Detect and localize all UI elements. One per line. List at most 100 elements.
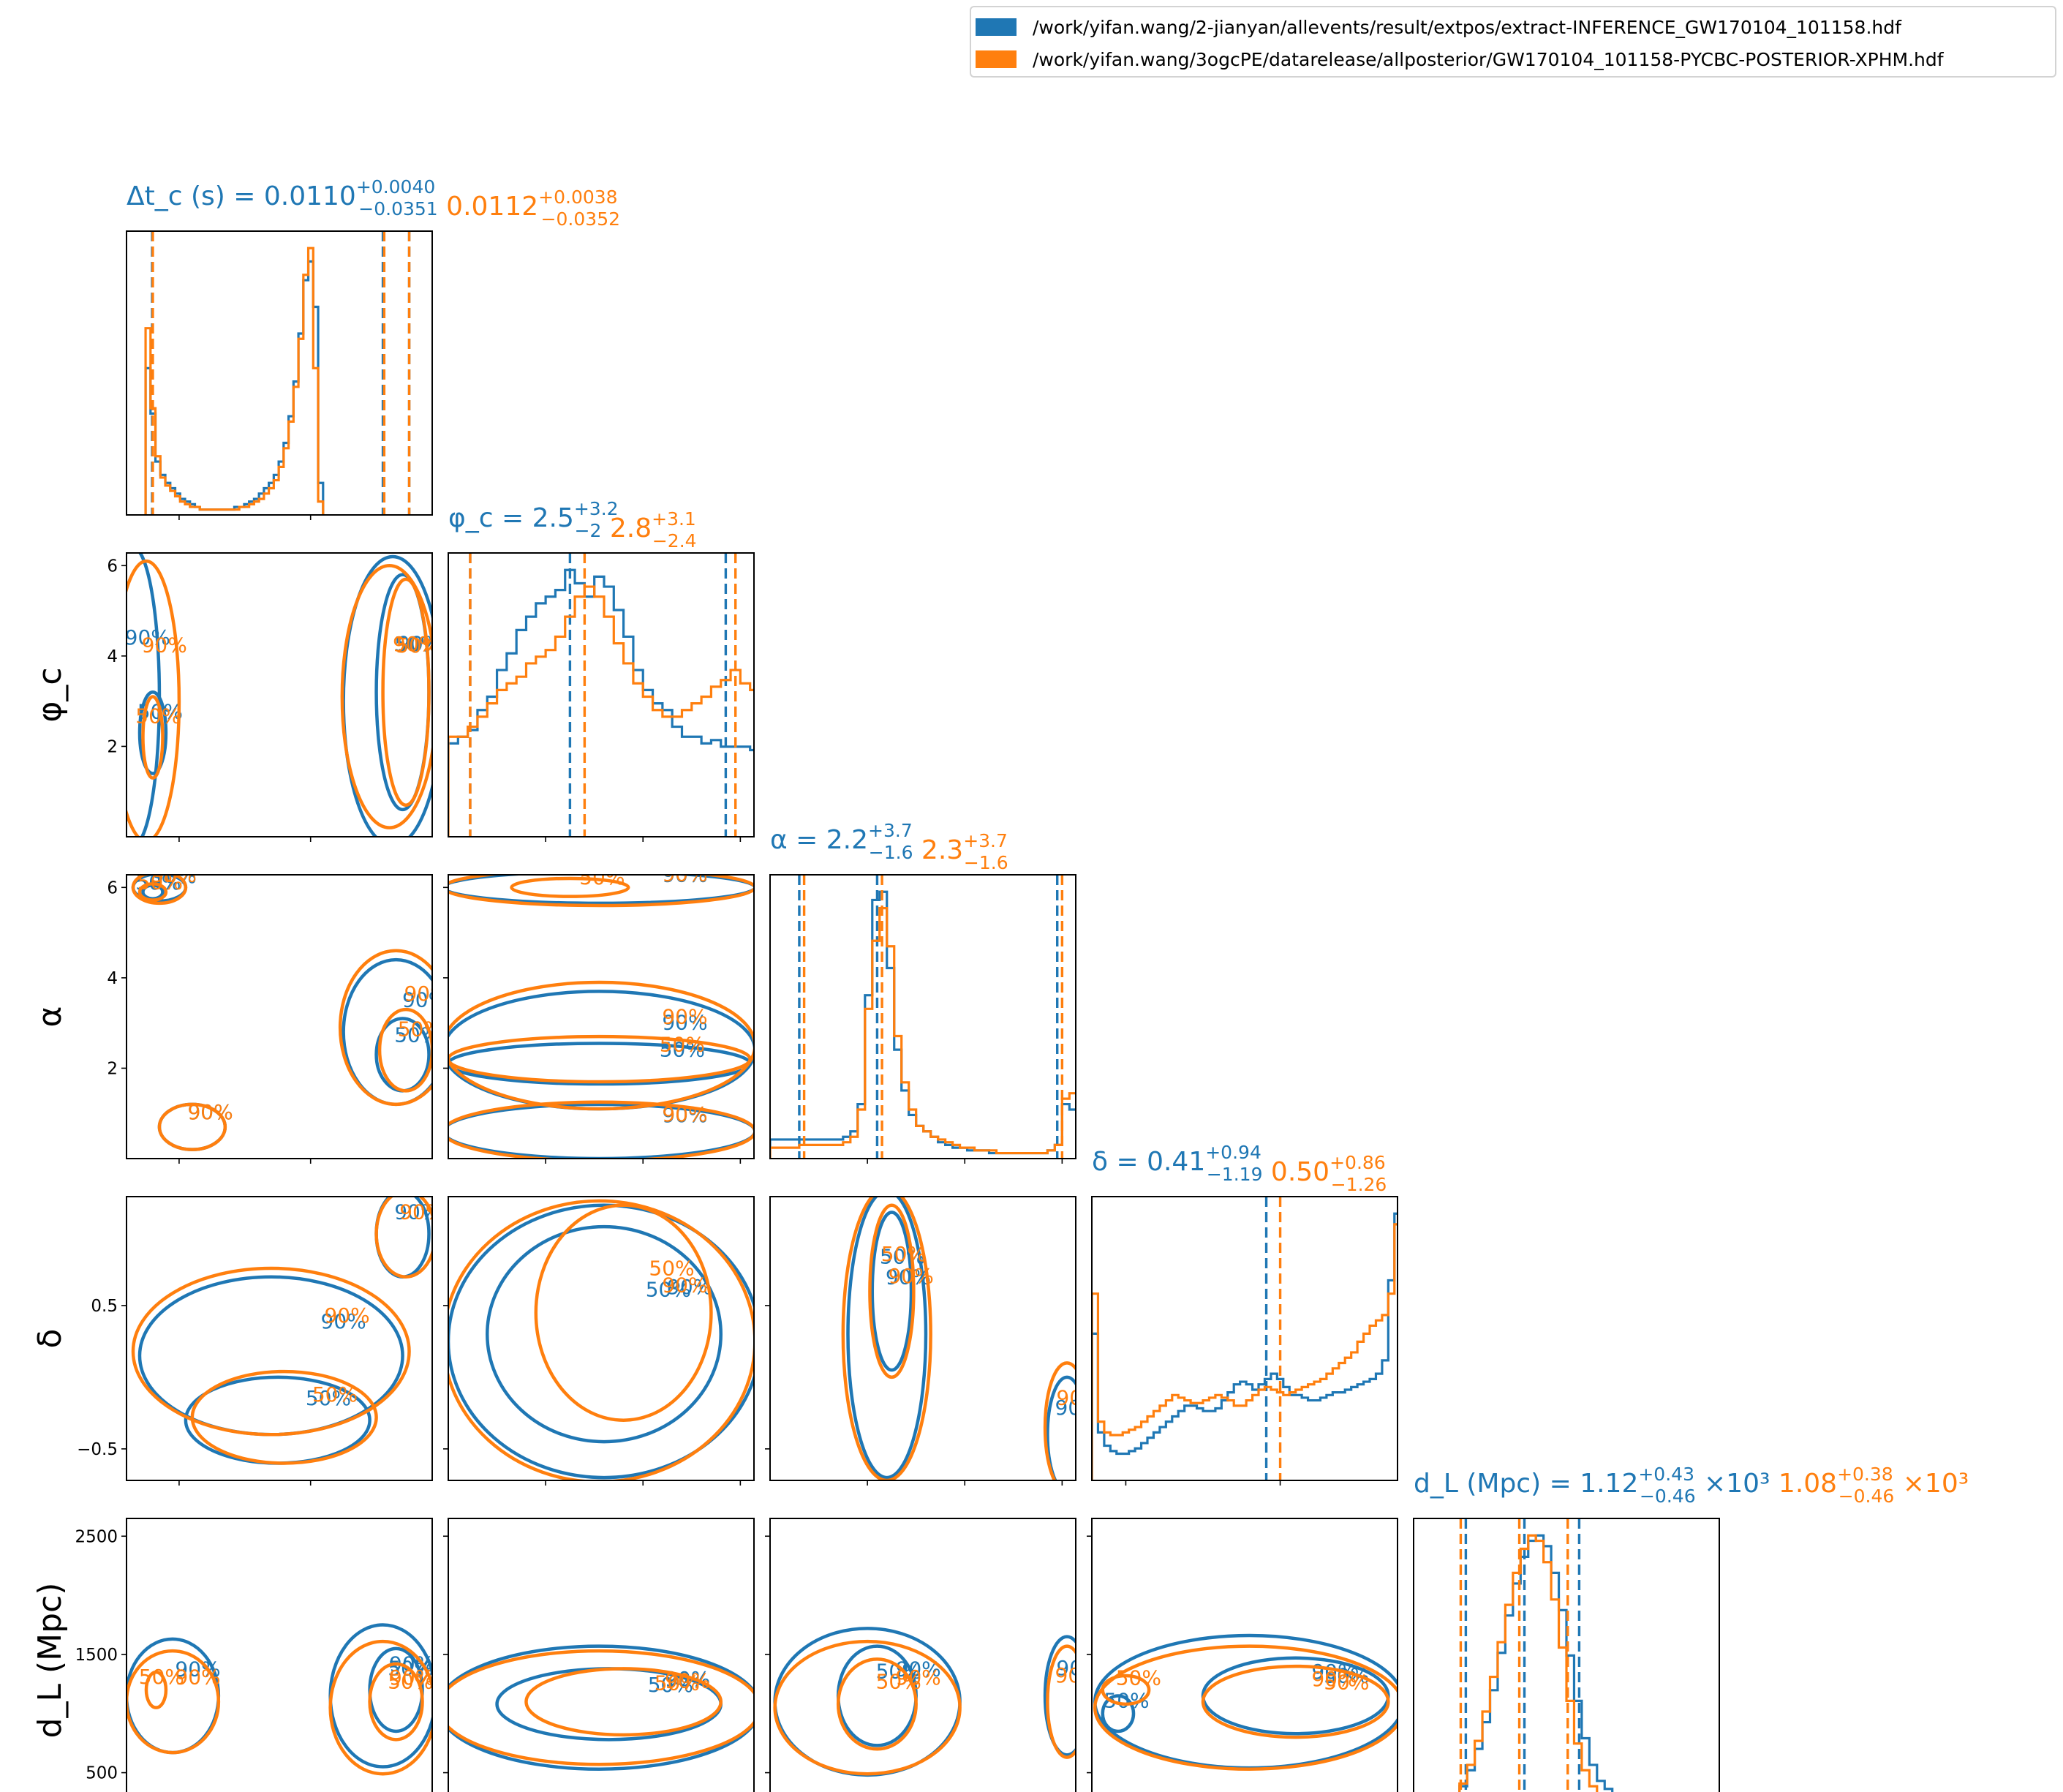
contour-label-blue: 90% xyxy=(1055,1396,1101,1420)
panel-frame xyxy=(1413,1518,1720,1792)
title-part: −2.4 xyxy=(652,530,697,551)
contour-c50-orange xyxy=(448,1034,752,1084)
contour-c50-blue xyxy=(870,1211,913,1372)
contour-label-orange: 50% xyxy=(655,1671,700,1695)
contour-label-blue: 90% xyxy=(886,1265,931,1290)
contour-label-orange: 50% xyxy=(876,1669,921,1693)
panel-alpha-dl: 90%90%50%90%90%50%246 xyxy=(765,1518,1101,1792)
contours-alpha-delta: 90%90%50%90%90%50% xyxy=(841,1197,1101,1480)
contour-c90-blue xyxy=(1046,1375,1076,1480)
contour-c90-orange xyxy=(157,1102,227,1151)
contour-label-orange: 90% xyxy=(1056,1386,1101,1410)
title-alpha: α = 2.2+3.7−1.6 2.3+3.7−1.6 xyxy=(770,820,1008,873)
contour-c90-orange xyxy=(841,1197,932,1480)
contour-label-blue: 50% xyxy=(646,1278,691,1302)
panel-delta-delta: δ = 0.41+0.94−1.19 0.50+0.86−1.26 xyxy=(1091,1142,1398,1486)
title-part: +0.38 xyxy=(1837,1464,1893,1485)
title-part: −1.26 xyxy=(1331,1174,1387,1195)
panel-frame xyxy=(126,1518,433,1792)
contour-c90-orange xyxy=(448,980,754,1111)
contour-c50-orange xyxy=(510,876,630,898)
title-part: +3.7 xyxy=(868,820,913,841)
y-tick-label: 4 xyxy=(107,969,118,988)
panel-frame xyxy=(769,1518,1076,1792)
title-part: ×10³ xyxy=(1894,1469,1969,1499)
contour-c90-orange xyxy=(1043,1361,1076,1480)
title-part: α = 2.2 xyxy=(770,825,868,855)
contour-c90-blue xyxy=(328,1623,432,1769)
title-part: 0.0112 xyxy=(438,192,538,222)
title-part: −0.46 xyxy=(1640,1486,1696,1507)
contour-c90-blue xyxy=(448,1102,754,1159)
contour-c50-orange xyxy=(381,577,431,807)
title-part: +0.94 xyxy=(1205,1142,1261,1163)
contours-phic-dl: 90%50%90%50% xyxy=(448,1644,754,1771)
contour-c50-orange xyxy=(190,1369,378,1465)
contour-c90-orange xyxy=(1046,1644,1076,1759)
panel-frame xyxy=(448,1196,755,1481)
contour-c90-orange xyxy=(127,1649,221,1755)
panel-frame xyxy=(126,1196,433,1481)
panel-dl-dl: d_L (Mpc) = 1.12+0.43−0.46 ×10³ 1.08+0.3… xyxy=(1413,1464,1969,1792)
contour-label-orange: 50% xyxy=(660,1032,705,1056)
contour-label-orange: 90% xyxy=(662,1273,707,1298)
contour-c90-orange xyxy=(448,1199,754,1480)
contour-c90-orange xyxy=(448,875,754,908)
contour-label-orange: 50% xyxy=(312,1382,358,1407)
panel-frame xyxy=(126,874,433,1159)
panel-frame xyxy=(126,230,433,516)
title-part: −1.19 xyxy=(1207,1164,1263,1185)
y-tick-label: 2 xyxy=(107,737,118,756)
contour-c50-orange xyxy=(144,1670,168,1709)
contour-label-orange: 90% xyxy=(324,1303,369,1328)
title-part: +0.43 xyxy=(1638,1464,1694,1485)
title-part: −2 xyxy=(575,520,602,541)
hist-delta-blue xyxy=(1092,1212,1398,1480)
contour-c90-orange xyxy=(448,1649,754,1766)
contour-label-orange: 50% xyxy=(396,633,441,658)
contour-label-orange: 90% xyxy=(662,1004,707,1028)
y-axis-label-dl: d_L (Mpc) xyxy=(31,1583,69,1739)
hist-clip-alpha xyxy=(770,875,1076,1159)
contours-phic-delta: 90%50%90%50% xyxy=(448,1199,754,1480)
hist-phic-orange xyxy=(448,585,754,837)
hist-clip-phic xyxy=(448,553,754,837)
contour-label-orange: 50% xyxy=(137,870,183,895)
contour-label-orange: 90% xyxy=(662,862,707,886)
contour-c90-orange xyxy=(127,559,181,837)
contour-c50-orange xyxy=(1201,1664,1390,1739)
contour-label-orange: 90% xyxy=(399,1200,445,1224)
title-part: ×10³ xyxy=(1696,1469,1770,1499)
panel-frame xyxy=(1091,1196,1398,1481)
contour-c90-orange xyxy=(1093,1644,1398,1771)
hist-clip-tc xyxy=(144,231,411,515)
contours-phic-alpha: 90%90%90%50%90%90%90%50%50% xyxy=(448,862,754,1159)
panel-alpha-alpha: α = 2.2+3.7−1.6 2.3+3.7−1.6 xyxy=(769,820,1076,1164)
panel-tc-dl: 90%90%50%90%90%50%50%−0.020.005001500250… xyxy=(75,1518,433,1792)
contour-label-blue: 50% xyxy=(306,1386,351,1410)
title-part: d_L (Mpc) = 1.12 xyxy=(1414,1469,1638,1499)
contour-label-blue: 90% xyxy=(125,625,170,650)
hist-tc-orange xyxy=(144,246,325,515)
contour-c90-orange xyxy=(448,1100,754,1159)
hist-tc-blue xyxy=(144,260,325,515)
panel-phic-phic: φ_c = 2.5+3.2−2 2.8+3.1−2.4 xyxy=(448,498,755,842)
title-part: φ_c = 2.5 xyxy=(448,503,574,533)
panel-tc-tc: Δt_c (s) = 0.0110+0.0040−0.0351 0.0112+0… xyxy=(126,176,620,520)
contour-c90-orange xyxy=(338,949,432,1107)
contour-c90-blue xyxy=(1043,1635,1076,1757)
legend-label-blue: /work/yifan.wang/2-jianyan/allevents/res… xyxy=(1033,16,1901,38)
contour-c90-orange xyxy=(374,1197,432,1279)
contour-c50-orange xyxy=(868,1203,916,1379)
contours-tc-alpha: 90%90%90%50%50%90%90%90%50%50% xyxy=(131,863,432,1151)
title-part: 2.8 xyxy=(601,513,652,543)
hist-delta-orange xyxy=(1092,1223,1398,1480)
panel-frame xyxy=(448,874,755,1159)
y-axis-label-phic: φ_c xyxy=(31,667,69,722)
contour-label-orange: 90% xyxy=(1055,1663,1101,1687)
contour-label-orange: 90% xyxy=(151,863,197,887)
title-part: δ = 0.41 xyxy=(1092,1147,1205,1177)
panel-phic-dl: 90%50%90%50%246 xyxy=(443,1518,755,1792)
hist-phic-blue xyxy=(448,568,754,837)
contour-c50-blue xyxy=(1101,1694,1136,1733)
